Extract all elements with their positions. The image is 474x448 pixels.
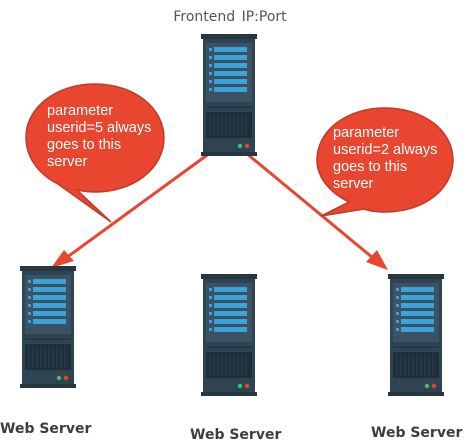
callout-right-line-1: parameter: [333, 125, 400, 141]
callout-left-line-3: goes to this: [47, 137, 122, 153]
web-server-left-icon: [20, 266, 76, 388]
frontend-label: Frontend IP:Port: [173, 9, 287, 25]
callout-right: [316, 107, 454, 217]
arrow-icon: [366, 250, 388, 270]
web-server-left-label: Web Server: [0, 421, 92, 437]
callout-left-line-1: parameter: [47, 103, 114, 119]
callout-left-text: parameter userid=5 always goes to this s…: [47, 103, 151, 171]
web-server-right-icon: [388, 274, 444, 396]
callout-left-line-4: server: [47, 154, 88, 170]
callout-left: [25, 83, 165, 223]
callout-right-text: parameter userid=2 always goes to this s…: [333, 125, 437, 193]
callout-right-line-4: server: [333, 176, 374, 192]
arrow-to-right-server: [245, 151, 388, 270]
callout-right-line-2: userid=2 always: [333, 142, 438, 158]
web-server-right-label: Web Server: [371, 425, 463, 441]
arrow-icon: [51, 250, 74, 268]
callout-right-line-3: goes to this: [333, 159, 408, 175]
callout-left-line-2: userid=5 always: [47, 120, 152, 136]
web-server-middle-label: Web Server: [190, 427, 282, 443]
frontend-server-icon: [201, 34, 257, 156]
speech-bubble: [316, 107, 454, 217]
web-server-middle-icon: [201, 274, 257, 396]
arrow-to-left-server: [51, 151, 211, 268]
speech-bubble: [25, 83, 165, 223]
